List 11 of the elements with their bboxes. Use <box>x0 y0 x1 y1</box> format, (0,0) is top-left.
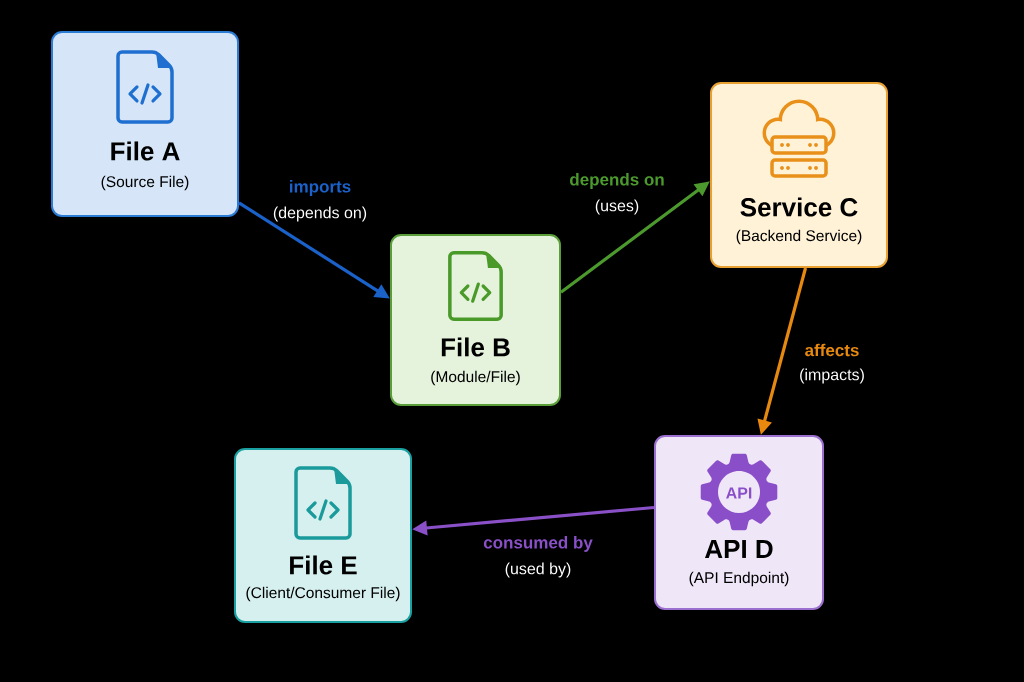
edge-caption: (used by) <box>505 562 571 578</box>
edge-label: affects <box>805 343 859 357</box>
edge-caption: (depends on) <box>273 206 367 222</box>
edge-caption: (impacts) <box>800 368 864 384</box>
edge-label: imports <box>290 180 351 196</box>
edge-label: depends on <box>570 173 664 189</box>
edge-label: consumed by <box>483 536 593 552</box>
file-box: File B (Module/File) <box>390 234 561 406</box>
file-box: File A (Source File) <box>51 31 239 217</box>
edge-caption: (uses) <box>595 199 639 215</box>
file-box: File E (Client/Consumer File) <box>234 448 412 623</box>
